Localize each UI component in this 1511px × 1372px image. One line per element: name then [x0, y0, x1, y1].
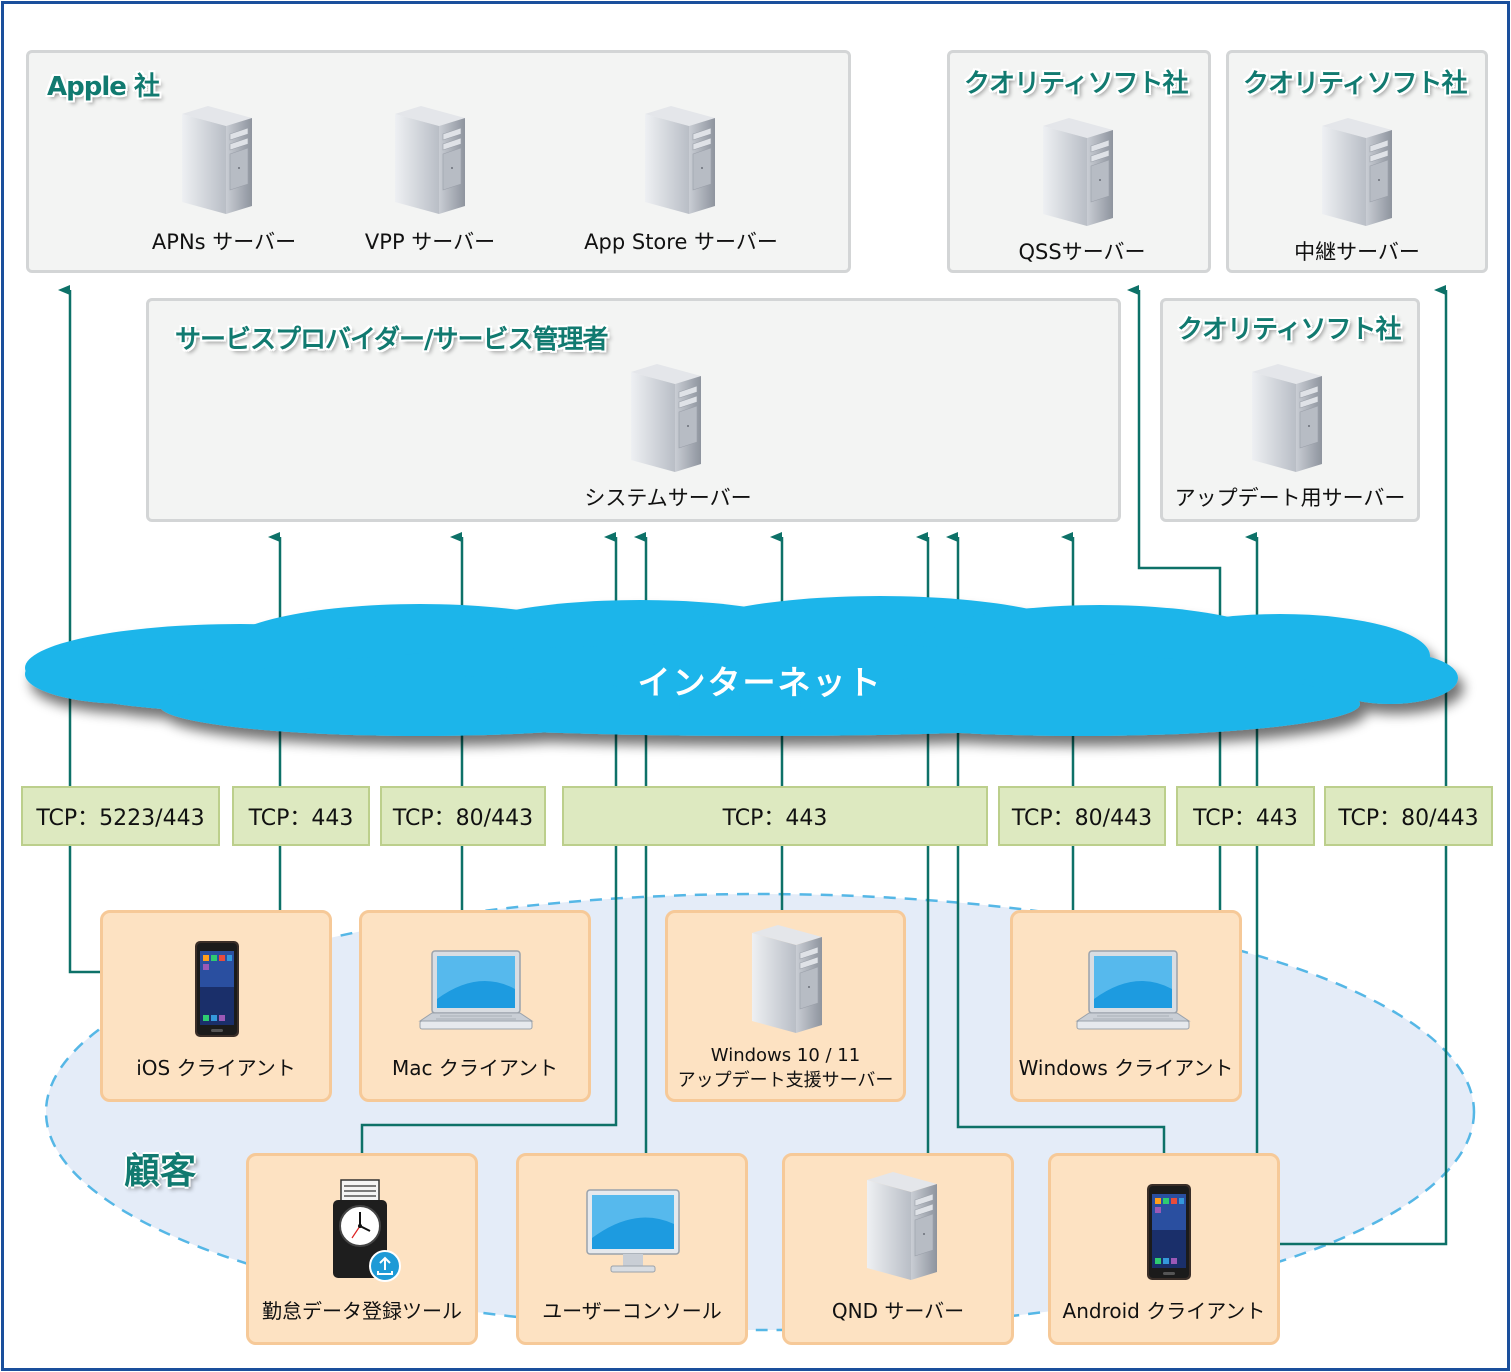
provider-box: サービスプロバイダー/サービス管理者 [146, 298, 1121, 522]
internet-cloud [25, 596, 1458, 736]
ios-client-label: iOS クライアント [136, 1056, 296, 1080]
appstore-server-icon [641, 104, 719, 216]
ios-client-card: iOS クライアント [100, 910, 332, 1102]
appstore-server-label: App Store サーバー [584, 230, 778, 254]
user-console-card: ユーザーコンソール [516, 1153, 748, 1345]
server-icon [748, 923, 826, 1035]
windows-client-label: Windows クライアント [1018, 1056, 1234, 1080]
apns-server-label: APNs サーバー [151, 230, 297, 254]
port-tag: TCP：80/443 [1324, 786, 1493, 846]
provider-title: サービスプロバイダー/サービス管理者 [175, 325, 608, 355]
monitor-icon [586, 1189, 680, 1273]
windows-update-server-label-line2: アップデート支援サーバー [677, 1070, 894, 1091]
windows-client-card: Windows クライアント [1010, 910, 1242, 1102]
relay-server-icon [1318, 116, 1396, 228]
android-client-label: Android クライアント [1062, 1299, 1266, 1323]
update-company-title: クオリティソフト社 [1177, 315, 1401, 345]
qnd-server-label: QND サーバー [831, 1299, 965, 1323]
clock-upload-icon [333, 1179, 401, 1282]
customer-label: 顧客 [124, 1151, 197, 1192]
update-server-icon [1248, 362, 1326, 474]
laptop-icon [1075, 950, 1191, 1030]
system-server-icon [627, 362, 705, 474]
android-client-card: Android クライアント [1048, 1153, 1280, 1345]
wire-windows-qss [1127, 285, 1222, 910]
vpp-server-label: VPP サーバー [364, 230, 496, 254]
qss-server-icon [1039, 116, 1117, 228]
update-server-label: アップデート用サーバー [1174, 486, 1406, 510]
relay-server-label: 中継サーバー [1294, 240, 1420, 264]
system-server-label: システムサーバー [584, 486, 752, 510]
port-tag: TCP：443 [562, 786, 988, 846]
windows-update-server-label-line1: Windows 10 / 11 [710, 1045, 861, 1066]
qnd-server-card: QND サーバー [782, 1153, 1014, 1345]
apple-title: Apple 社 [47, 72, 160, 102]
port-tag: TCP：443 [232, 786, 370, 846]
laptop-icon [418, 950, 534, 1030]
mac-client-card: Mac クライアント [359, 910, 591, 1102]
qss-server-label: QSSサーバー [1018, 240, 1146, 264]
port-tag: TCP：80/443 [380, 786, 546, 846]
wire-ios-apns [58, 285, 100, 974]
attendance-tool-label: 勤怠データ登録ツール [262, 1299, 462, 1323]
port-tag: TCP：80/443 [998, 786, 1166, 846]
internet-label: インターネット [637, 663, 883, 702]
qss-company-title: クオリティソフト社 [964, 69, 1188, 99]
port-tag: TCP：5223/443 [21, 786, 220, 846]
mac-client-label: Mac クライアント [391, 1056, 559, 1080]
attendance-tool-card: 勤怠データ登録ツール [246, 1153, 478, 1345]
relay-company-title: クオリティソフト社 [1243, 69, 1467, 99]
smartphone-icon [195, 941, 239, 1037]
windows-update-server-card: Windows 10 / 11 アップデート支援サーバー [665, 910, 906, 1102]
vpp-server-icon [391, 104, 469, 216]
smartphone-icon [1147, 1184, 1191, 1280]
server-icon [863, 1170, 941, 1282]
wire-android-relay [1280, 285, 1448, 1246]
user-console-label: ユーザーコンソール [542, 1299, 722, 1323]
port-tag: TCP：443 [1176, 786, 1315, 846]
apns-server-icon [178, 104, 256, 216]
